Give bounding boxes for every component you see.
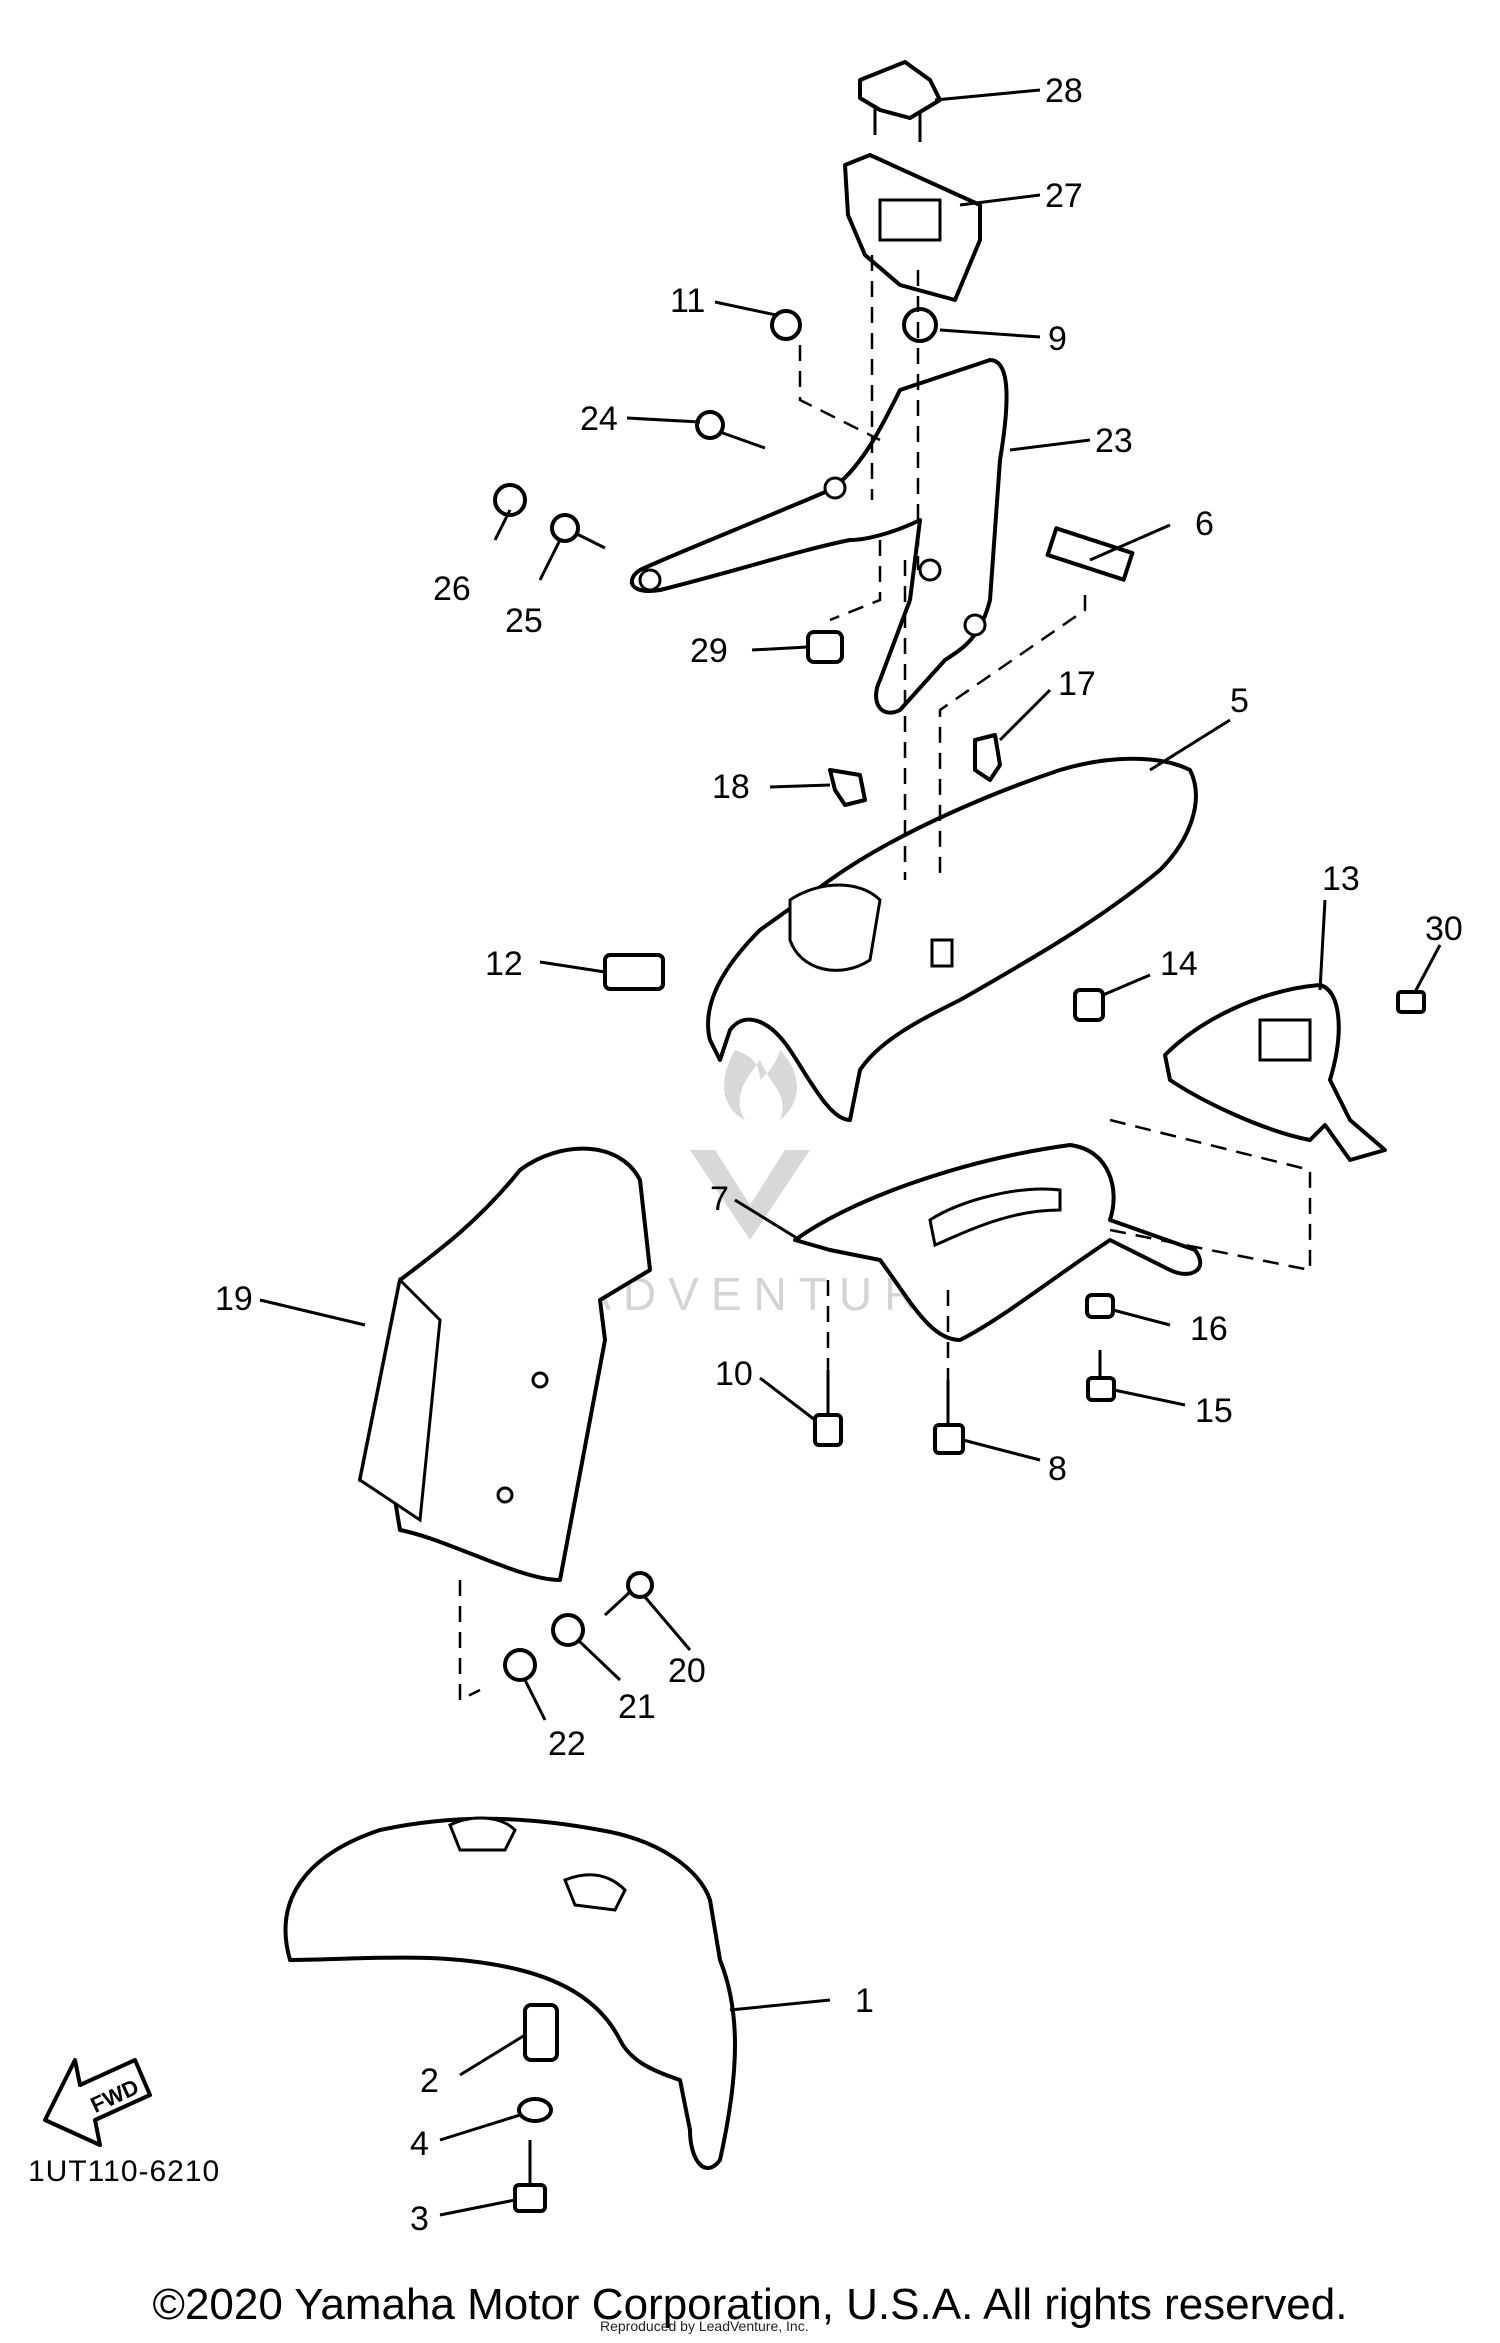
part-10 — [813, 1370, 843, 1447]
part-24 — [695, 410, 766, 450]
callout-4: 4 — [410, 2125, 429, 2163]
callout-27: 27 — [1045, 177, 1083, 215]
callout-28: 28 — [1045, 72, 1083, 110]
callout-19: 19 — [215, 1280, 253, 1318]
licensed-text: Reproduced by LeadVenture, Inc. — [600, 2318, 809, 2334]
callout-11: 11 — [670, 282, 705, 320]
part-21 — [551, 1613, 585, 1647]
callout-8: 8 — [1048, 1450, 1067, 1488]
callout-17: 17 — [1058, 665, 1096, 703]
part-27 — [843, 153, 982, 302]
part-12 — [603, 953, 665, 991]
part-3 — [513, 2140, 547, 2213]
callout-24: 24 — [580, 400, 618, 438]
callout-18: 18 — [712, 768, 750, 806]
callout-numbers: 28 27 11 9 24 23 6 26 25 29 17 5 18 13 3… — [215, 72, 1463, 2238]
callout-23: 23 — [1095, 422, 1133, 460]
part-19 — [358, 1146, 652, 1582]
callout-26: 26 — [433, 570, 471, 608]
part-30 — [1396, 990, 1426, 1014]
callout-9: 9 — [1048, 320, 1067, 358]
callout-14: 14 — [1160, 945, 1198, 983]
part-26 — [493, 483, 527, 517]
part-18 — [828, 768, 867, 807]
part-4 — [517, 2097, 553, 2123]
part-14 — [1073, 988, 1105, 1022]
callout-1: 1 — [855, 1982, 874, 2020]
part-13 — [1163, 983, 1387, 1162]
callout-6: 6 — [1195, 505, 1214, 543]
part-15 — [1086, 1350, 1116, 1402]
diagram-code: 1UT110-6210 — [28, 2155, 221, 2188]
callout-25: 25 — [505, 602, 543, 640]
part-5 — [706, 756, 1198, 1122]
part-16 — [1085, 1293, 1115, 1319]
part-22 — [503, 1648, 537, 1682]
callout-15: 15 — [1195, 1392, 1233, 1430]
part-9 — [902, 307, 938, 343]
callout-13: 13 — [1322, 860, 1360, 898]
callout-12: 12 — [485, 945, 523, 983]
callout-3: 3 — [410, 2200, 429, 2238]
callout-22: 22 — [548, 1725, 586, 1763]
part-23 — [629, 358, 1009, 715]
part-11 — [770, 309, 802, 341]
part-6 — [1045, 526, 1135, 582]
part-25 — [550, 513, 606, 550]
callout-20: 20 — [668, 1652, 706, 1690]
copyright-text: ©2020 Yamaha Motor Corporation, U.S.A. A… — [152, 2280, 1348, 2329]
assembly-lines — [458, 255, 1312, 1703]
part-20 — [603, 1571, 654, 1617]
fwd-arrow-icon: FWD — [43, 2058, 152, 2147]
callout-2: 2 — [420, 2062, 439, 2100]
part-7 — [793, 1143, 1203, 1342]
leader-lines — [259, 88, 1442, 2217]
callout-7: 7 — [710, 1180, 729, 1218]
callout-5: 5 — [1230, 682, 1249, 720]
callout-29: 29 — [690, 632, 728, 670]
part-8 — [933, 1380, 965, 1455]
part-1 — [283, 1816, 737, 2170]
part-17 — [973, 733, 1002, 782]
callout-10: 10 — [715, 1355, 753, 1393]
part-28 — [858, 60, 942, 142]
callout-30: 30 — [1425, 910, 1463, 948]
part-2 — [523, 2003, 559, 2062]
callout-16: 16 — [1190, 1310, 1228, 1348]
callout-21: 21 — [618, 1688, 656, 1726]
part-29 — [806, 630, 844, 664]
